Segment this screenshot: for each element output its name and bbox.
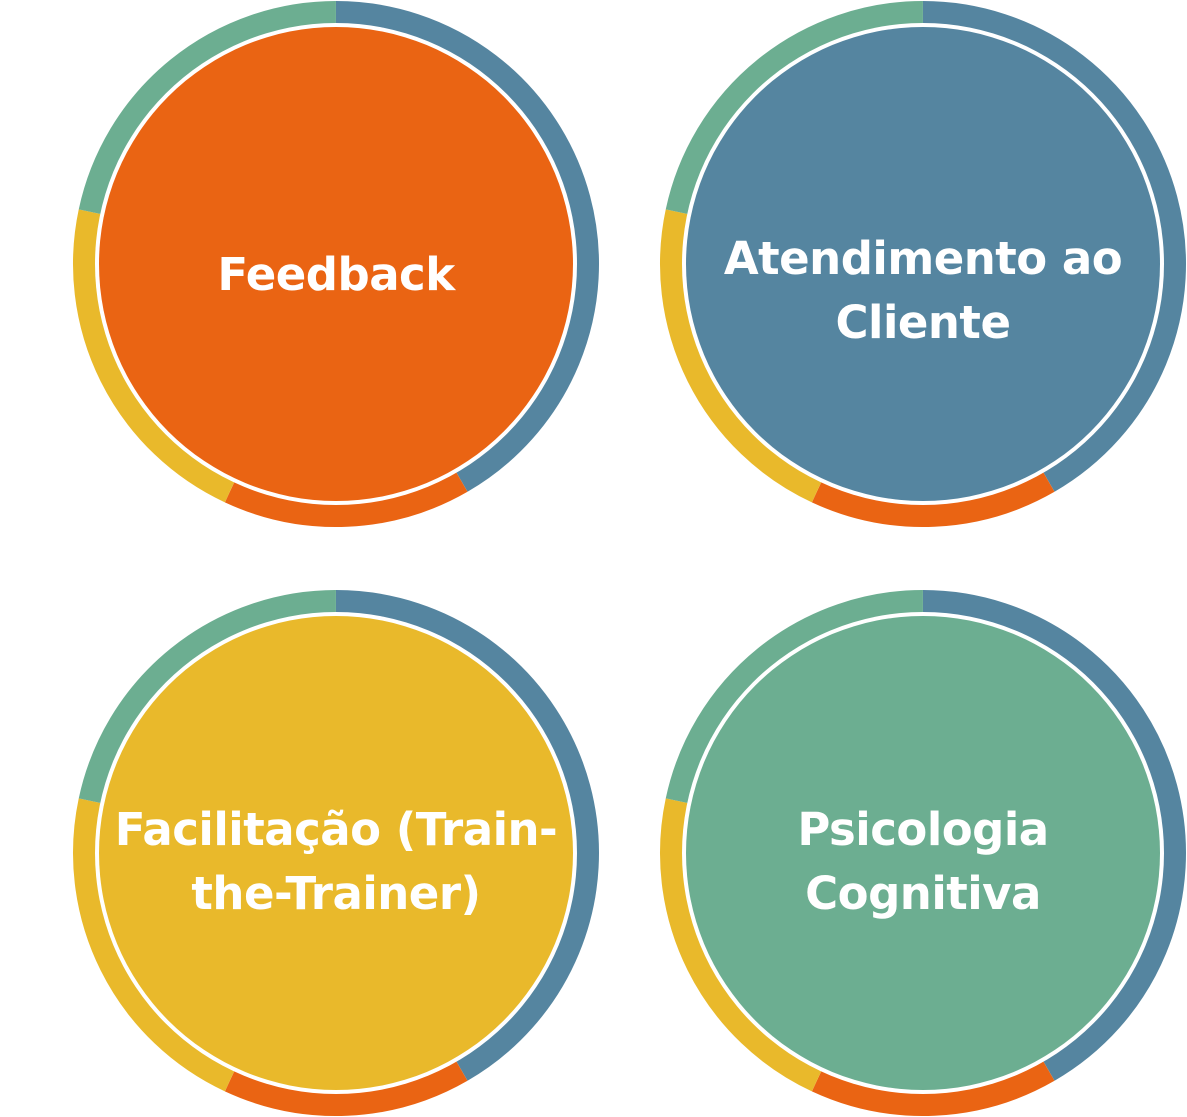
label-atendimento-ao-cliente: Atendimento ao Cliente [688, 56, 1158, 526]
ring-arc-orange [224, 469, 468, 527]
node-fill-circle [686, 27, 1160, 501]
ring-arc-green [78, 590, 336, 804]
ring-arc-yellow [660, 798, 823, 1092]
ring-arc-green [665, 1, 923, 215]
ring-arc-blue [335, 590, 599, 1081]
label-facilitacao: Facilitação (Train- the-Trainer) [101, 627, 571, 1097]
ring-arc-blue [335, 1, 599, 492]
node-feedback [73, 1, 599, 527]
node-fill-circle [99, 616, 573, 1090]
ring-arc-green [78, 1, 336, 215]
label-feedback: Feedback [101, 40, 571, 510]
ring-arc-green [665, 590, 923, 804]
node-fill-circle [686, 616, 1160, 1090]
label-psicologia-text: Psicologia Cognitiva [797, 803, 1049, 920]
label-atendimento-text: Atendimento ao Cliente [723, 232, 1123, 349]
ring-arc-yellow [73, 209, 236, 503]
ring-arc-blue [922, 1, 1186, 492]
node-psicologia-cognitiva [660, 590, 1186, 1116]
node-fill-circle [99, 27, 573, 501]
label-feedback-text: Feedback [217, 248, 455, 301]
label-facilitacao-text: Facilitação (Train- the-Trainer) [114, 803, 558, 920]
node-facilitacao [73, 590, 599, 1116]
ring-arc-yellow [660, 209, 823, 503]
ring-arc-orange [224, 1058, 468, 1116]
label-psicologia-cognitiva: Psicologia Cognitiva [688, 627, 1158, 1097]
node-atendimento-ao-cliente [660, 1, 1186, 527]
ring-arc-orange [811, 1058, 1055, 1116]
ring-arc-blue [922, 590, 1186, 1081]
ring-arc-orange [811, 469, 1055, 527]
ring-arc-yellow [73, 798, 236, 1092]
